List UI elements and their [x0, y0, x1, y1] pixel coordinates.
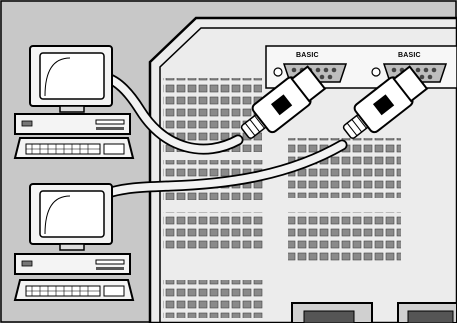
- plug-connector: [342, 65, 429, 139]
- slot-block: [163, 212, 263, 252]
- system-unit: [14, 253, 131, 275]
- port-label: BASIC: [296, 52, 319, 59]
- slot-block: [163, 280, 263, 318]
- equipment-panel: BASIC BASIC: [148, 16, 457, 323]
- bottom-connector: [397, 302, 457, 323]
- monitor: [29, 45, 113, 113]
- slot-block: [288, 212, 401, 264]
- bottom-connector: [291, 302, 373, 323]
- computer: [13, 45, 135, 159]
- keyboard: [13, 279, 135, 301]
- port-label: BASIC: [398, 52, 421, 59]
- computer: [13, 183, 135, 301]
- monitor: [29, 183, 113, 251]
- system-unit: [14, 113, 131, 135]
- plug-connector: [240, 65, 327, 139]
- keyboard: [13, 137, 135, 159]
